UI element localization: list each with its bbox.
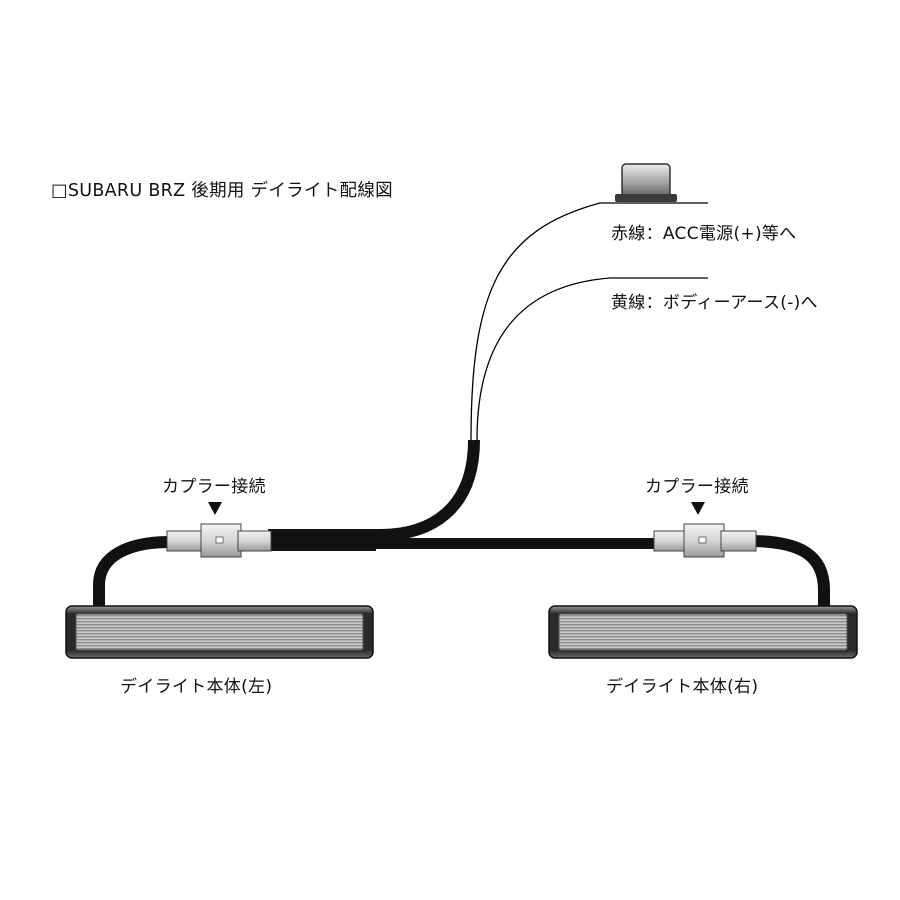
red-wire-label: 赤線：ACC電源(+)等へ xyxy=(611,224,797,244)
red-wire xyxy=(470,202,708,441)
coupler-left-label: カプラー接続 xyxy=(162,477,266,497)
diagram-title: □SUBARU BRZ 後期用 デイライト配線図 xyxy=(51,181,393,201)
harness-right xyxy=(749,535,830,608)
fuse-tap-icon xyxy=(615,163,677,202)
body-left-label: デイライト本体(左) xyxy=(120,677,273,697)
coupler-right-label: カプラー接続 xyxy=(645,477,749,497)
harness-branch xyxy=(350,439,480,541)
yellow-wire xyxy=(476,277,708,441)
daylight-right-lamp xyxy=(548,605,858,659)
splice-sleeve xyxy=(268,529,376,551)
coupler-left xyxy=(166,523,272,558)
coupler-right xyxy=(653,523,757,558)
triangle-down-icon xyxy=(691,502,705,515)
body-right-label: デイライト本体(右) xyxy=(606,677,759,697)
harness-left xyxy=(93,536,171,608)
yellow-wire-label: 黄線：ボディーアース(-)へ xyxy=(611,293,818,313)
triangle-down-icon xyxy=(208,502,222,515)
harness-main xyxy=(370,538,660,549)
daylight-left-lamp xyxy=(65,605,374,659)
